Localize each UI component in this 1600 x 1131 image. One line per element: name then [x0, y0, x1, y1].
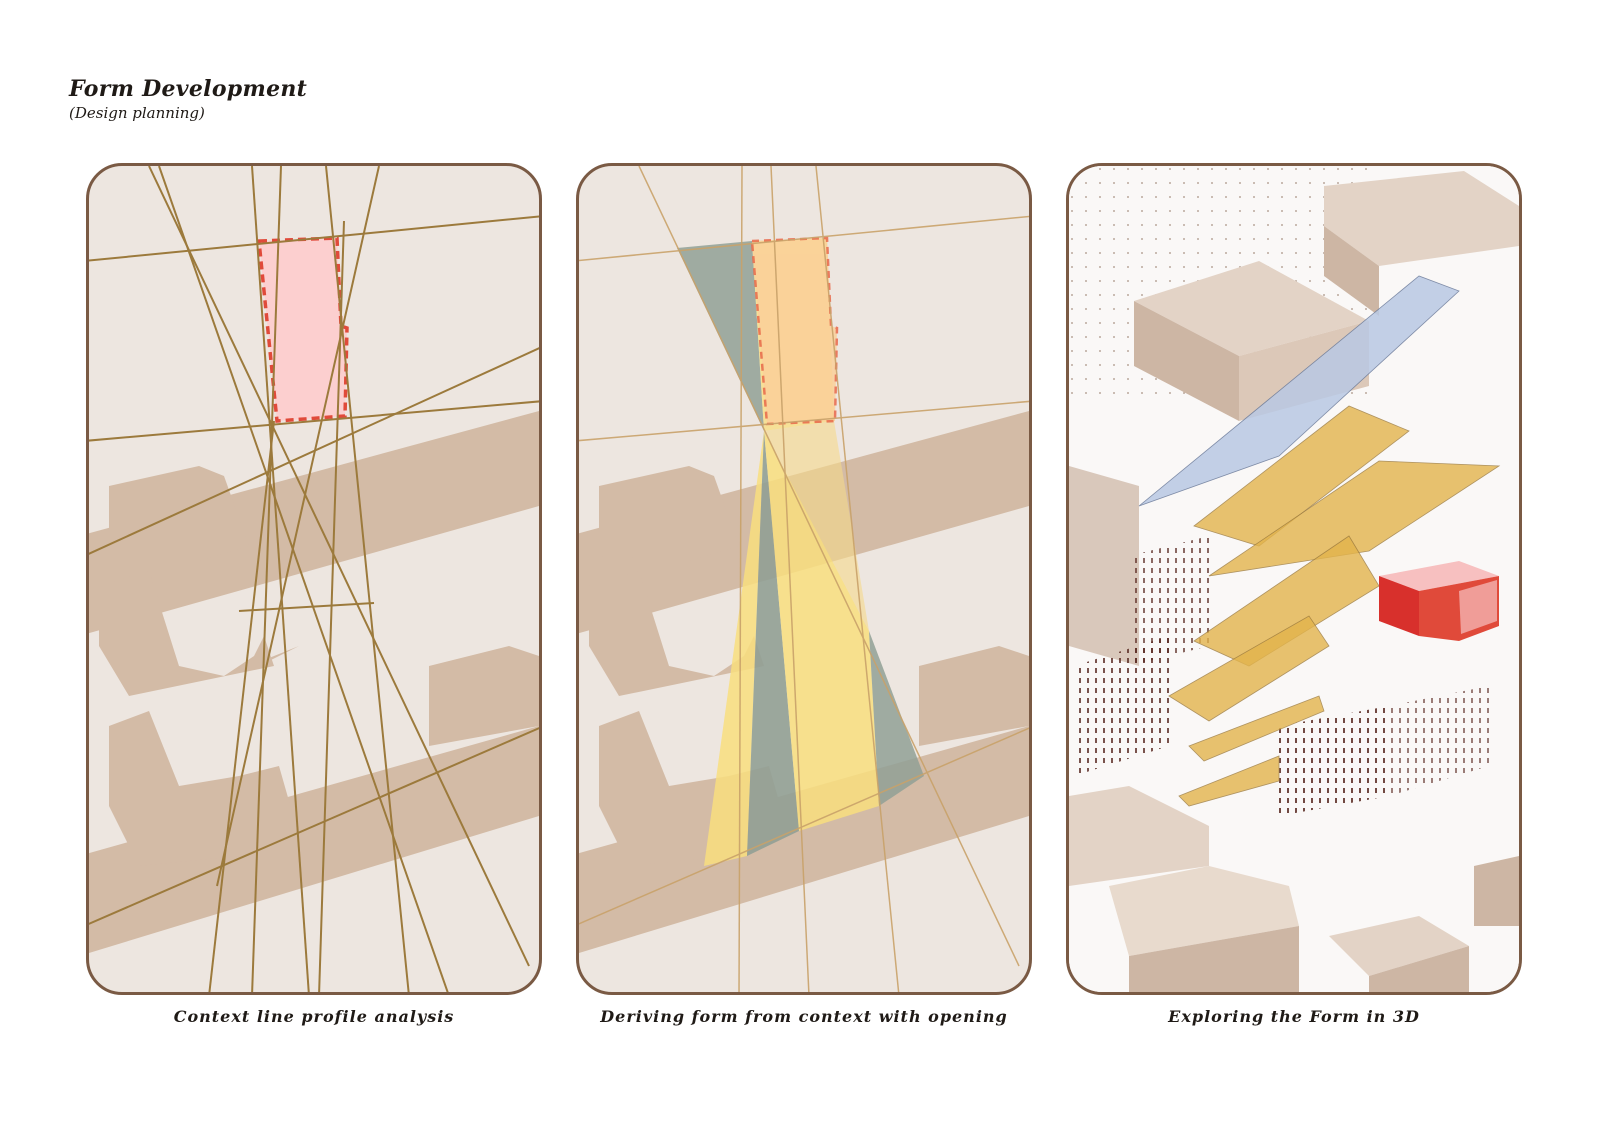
- panel-3d-form: [1066, 163, 1522, 995]
- context-line: [216, 166, 380, 887]
- panel-derived-form: [576, 163, 1032, 995]
- form-wedge-yellow: [764, 421, 869, 631]
- floor-plate: [1188, 695, 1325, 762]
- massing-side: [1324, 226, 1379, 316]
- context-line: [251, 166, 282, 992]
- context-line: [148, 166, 530, 967]
- floor-plate: [1178, 755, 1280, 807]
- building-footprint: [89, 411, 539, 634]
- floor-plate: [1193, 405, 1410, 547]
- context-line: [89, 215, 539, 262]
- pavilion-front: [1379, 576, 1419, 636]
- massing-side: [1129, 926, 1299, 992]
- ramp-plane: [1138, 275, 1460, 507]
- building-footprints: [89, 411, 539, 953]
- form-wedge-yellow: [704, 431, 764, 866]
- stacked-floor-plates: [1168, 405, 1501, 807]
- building-footprint: [919, 646, 1029, 746]
- massing-top: [1069, 786, 1209, 886]
- massing-top: [1329, 916, 1469, 976]
- caption-3d-form: Exploring the Form in 3D: [1168, 1007, 1420, 1026]
- page-title: Form Development: [69, 76, 308, 102]
- context-line: [770, 166, 810, 992]
- red-pavilion: [1379, 561, 1499, 641]
- massing-top: [1324, 171, 1519, 266]
- context-line: [638, 166, 1020, 967]
- context-lines: [579, 166, 1029, 992]
- blue-ramp: [1138, 275, 1460, 507]
- building-footprint: [599, 466, 739, 561]
- context-line: [251, 166, 310, 992]
- block-facade: [1279, 706, 1389, 816]
- building-footprint: [89, 726, 539, 953]
- building-footprint: [579, 726, 1029, 953]
- context-lines: [89, 166, 539, 992]
- building-footprint: [589, 571, 764, 696]
- site-boundary-outline: [257, 236, 349, 423]
- site-boundary-outline: [750, 236, 839, 426]
- building-footprint: [429, 646, 539, 746]
- massing-top: [1109, 866, 1299, 956]
- context-line: [815, 166, 900, 992]
- form-wedge-yellow: [764, 431, 879, 831]
- massing-side: [1474, 856, 1519, 926]
- page-header: Form Development (Design planning): [69, 76, 307, 122]
- block-facade: [1074, 636, 1169, 776]
- context-line: [208, 420, 275, 992]
- pavilion-roof: [1379, 561, 1499, 591]
- context-line: [318, 220, 345, 992]
- massing-side: [1134, 301, 1239, 421]
- context-line: [579, 215, 1029, 262]
- block-facade: [1389, 686, 1489, 796]
- pavilion-glass: [1459, 580, 1497, 634]
- axonometric-3d-diagram: [1069, 166, 1519, 992]
- massing-side: [1369, 946, 1469, 992]
- form-wedge-teal: [869, 631, 924, 806]
- residential-blocks: [1074, 536, 1489, 816]
- building-footprint: [109, 711, 299, 866]
- context-line: [158, 166, 449, 992]
- block-facade: [1129, 536, 1209, 666]
- context-line: [238, 602, 375, 612]
- context-line: [325, 166, 410, 992]
- context-line: [579, 400, 1029, 442]
- caption-context-lines: Context line profile analysis: [173, 1007, 455, 1026]
- building-footprint: [99, 571, 274, 696]
- massing-top: [1134, 261, 1369, 356]
- caption-derived-form: Deriving form from context with opening: [600, 1007, 1008, 1026]
- floor-plate: [1168, 615, 1330, 722]
- context-line: [738, 166, 743, 992]
- site-boundary: [257, 236, 349, 423]
- site-boundary: [750, 236, 839, 426]
- form-wedge-teal: [747, 431, 799, 856]
- massing-side: [1069, 466, 1139, 666]
- derived-form-diagram: [579, 166, 1029, 992]
- context-line: [89, 727, 539, 925]
- building-footprint: [249, 646, 299, 666]
- panel-context-lines: [86, 163, 542, 995]
- context-line: [579, 727, 1029, 925]
- context-massing: [1069, 171, 1519, 992]
- page-subtitle: (Design planning): [69, 104, 205, 122]
- context-lines-diagram: [89, 166, 539, 992]
- context-line: [89, 400, 539, 442]
